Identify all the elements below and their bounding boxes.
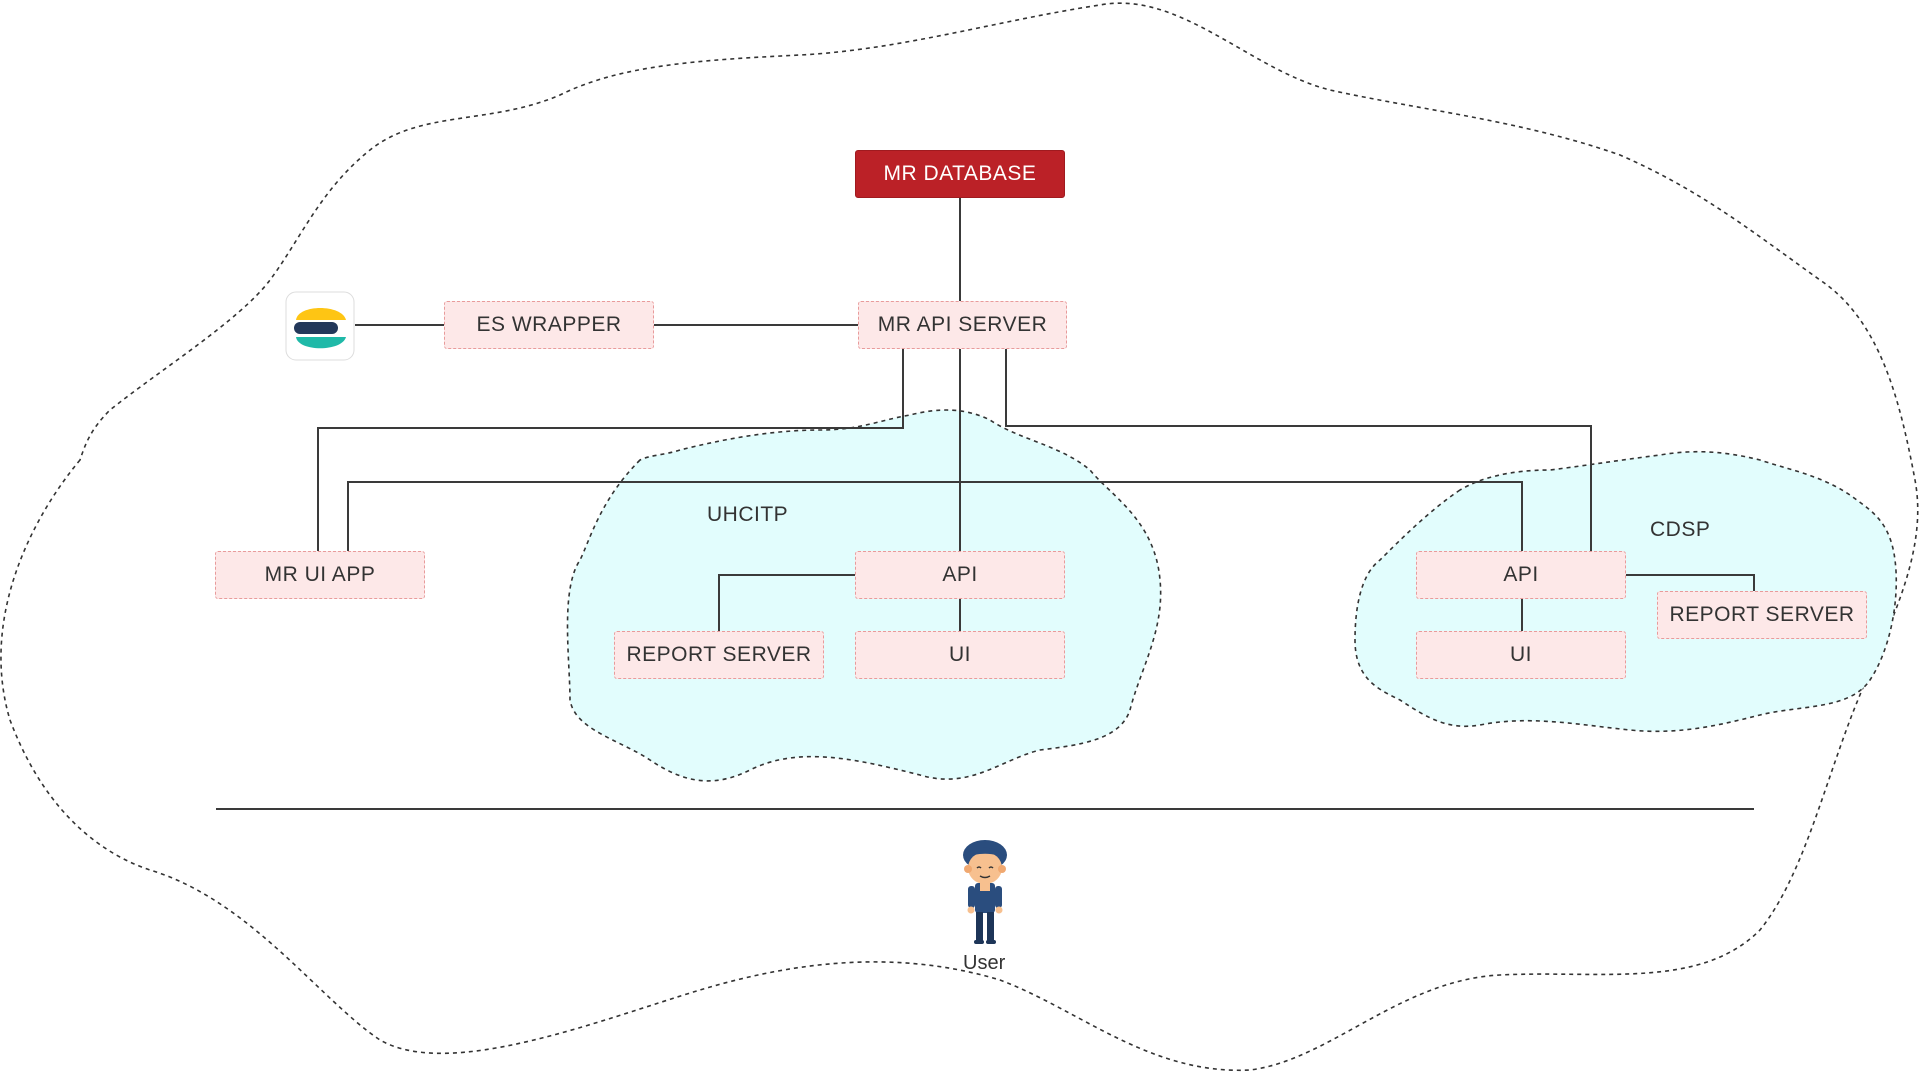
cdsp-report-server-node[interactable]: REPORT SERVER xyxy=(1657,591,1867,639)
mr-ui-app-to-cdsp-api-line xyxy=(347,481,1523,552)
api-server-to-mr-ui-app-line xyxy=(317,349,904,552)
uhcitp-ui-node[interactable]: UI xyxy=(855,631,1065,679)
uhcitp-zone-label: UHCITP xyxy=(707,503,789,526)
user-person-icon xyxy=(950,838,1020,948)
mr-api-server-node[interactable]: MR API SERVER xyxy=(858,301,1067,349)
api-server-to-cdsp-api-line xyxy=(1005,349,1592,552)
cdsp-ui-node[interactable]: UI xyxy=(1416,631,1626,679)
elasticsearch-logo-icon xyxy=(284,290,356,362)
cdsp-api-node[interactable]: API xyxy=(1416,551,1626,599)
mr-ui-app-node[interactable]: MR UI APP xyxy=(215,551,425,599)
uhcitp-report-server-node[interactable]: REPORT SERVER xyxy=(614,631,824,679)
es-wrapper-node[interactable]: ES WRAPPER xyxy=(444,301,654,349)
cdsp-api-to-report-line xyxy=(1626,574,1755,592)
mr-database-node[interactable]: MR DATABASE xyxy=(855,150,1065,198)
cdsp-zone-label: CDSP xyxy=(1650,518,1711,541)
uhcitp-api-to-report-line xyxy=(718,574,855,632)
uhcitp-api-node[interactable]: API xyxy=(855,551,1065,599)
connectors xyxy=(216,198,1755,810)
user-label: User xyxy=(963,952,1006,974)
